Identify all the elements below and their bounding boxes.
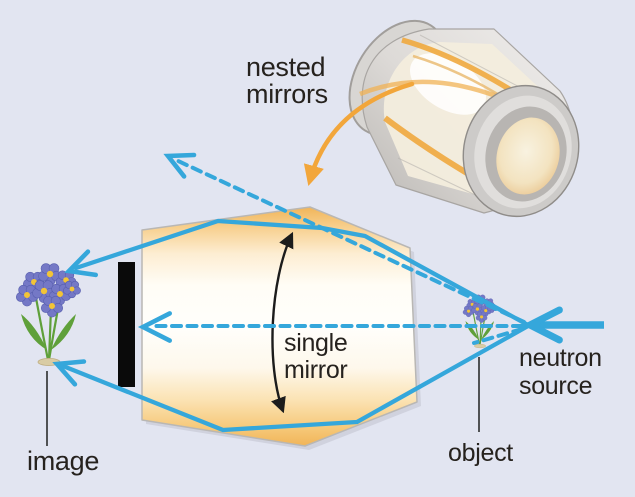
single-mirror-label-line2: mirror — [284, 356, 347, 384]
single-mirror-span-arrow — [271, 231, 294, 414]
neutron-source-label-line2: source — [519, 372, 592, 400]
single-mirror-label-line1: single — [284, 329, 348, 357]
nested-mirrors-pointer-arrow — [303, 81, 415, 186]
nested-mirrors-label-line1: nested — [246, 52, 325, 82]
object-label: object — [448, 439, 513, 467]
escaping-ray-arrowhead — [163, 152, 197, 179]
image-top-arrowhead — [64, 249, 98, 278]
nested-mirrors-label-line2: mirrors — [246, 79, 328, 109]
escaping-dashed-ray — [174, 158, 526, 324]
neutron-source-arrowhead — [522, 306, 563, 344]
solid-ray-bottom — [60, 323, 531, 433]
image-label: image — [27, 446, 99, 476]
image-bottom-arrowhead — [52, 359, 87, 387]
neutron-source-arrow — [522, 306, 604, 344]
beam-stop-bar — [118, 262, 135, 387]
object-dashed-ray — [472, 327, 524, 345]
neutron-source-label-line1: neutron — [519, 344, 602, 372]
axial-ray-arrowhead — [137, 311, 172, 343]
nested-mirrors-render — [348, 19, 580, 218]
optic-front-bore — [496, 117, 560, 195]
